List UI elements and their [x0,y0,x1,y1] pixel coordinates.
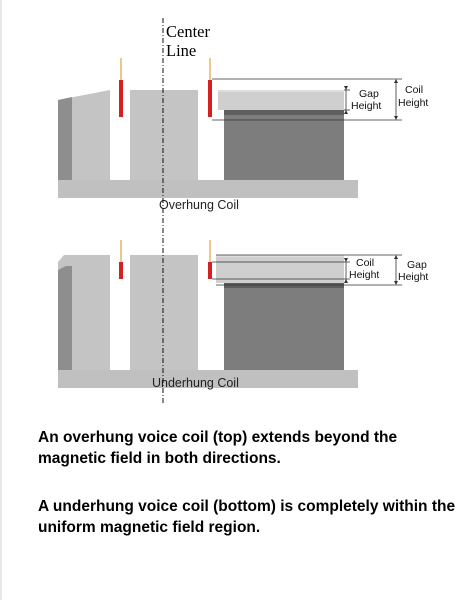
center-pole-piece [130,90,198,180]
coil-height-label-line2: Height [398,97,428,109]
voice-coil-right [208,262,212,279]
overhung-coil-diagram: Gap Height Coil Height Overhung Coil [58,58,428,212]
magnet [224,283,344,370]
gap-height-label-line1: Gap [359,88,379,100]
top-plate-edge [216,255,344,257]
gap-height-label-line1: Gap [407,259,427,271]
magnet-top-shadow [224,110,344,115]
left-pole-shadow [58,266,72,370]
coil-height-label-line2: Height [349,269,379,281]
left-pole-shadow [58,97,72,180]
overhung-caption: Overhung Coil [159,198,239,212]
voice-coil-right [208,80,212,117]
magnet-top-shadow [224,283,344,288]
top-plate [218,90,344,110]
bottom-plate [58,180,358,198]
underhung-coil-diagram: Coil Height Gap Height Underhung Coil [58,240,428,390]
center-line-label-line1: Center [166,22,210,41]
voice-coil-left [119,80,123,117]
top-plate [216,255,344,283]
magnet [224,110,344,180]
coil-height-label-line1: Coil [356,257,374,269]
gap-height-label-line2: Height [351,100,381,112]
center-pole-piece [130,255,198,370]
gap-height-label-line2: Height [398,271,428,283]
description-overhung: An overhung voice coil (top) extends bey… [38,429,398,467]
description-underhung: A underhung voice coil (bottom) is compl… [38,498,456,536]
underhung-caption: Underhung Coil [152,376,239,390]
voice-coil-left [119,262,123,279]
center-line-label-line2: Line [166,41,196,60]
top-plate-edge [218,90,344,92]
coil-height-label-line1: Coil [405,84,423,96]
bottom-plate [58,370,358,388]
